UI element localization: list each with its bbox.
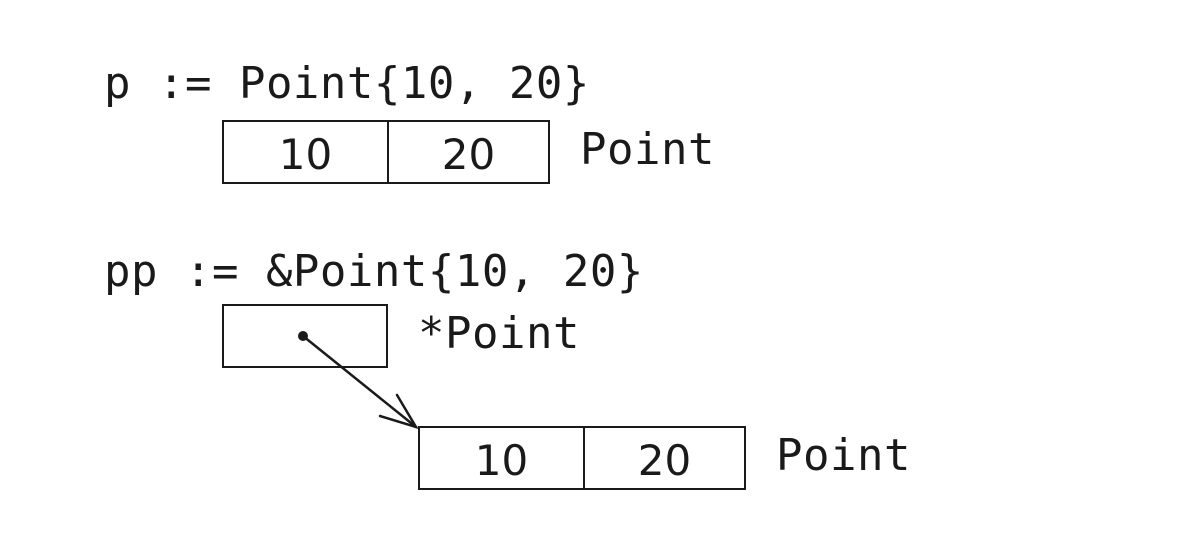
field-y-cell: 20: [387, 122, 548, 182]
struct-box-target: 10 20: [418, 426, 746, 490]
type-label-point: Point: [580, 124, 715, 175]
pointer-box: [222, 304, 388, 368]
target-field-y-cell: 20: [583, 428, 744, 488]
code-line-pointer: pp := &Point{10, 20}: [104, 246, 644, 297]
type-label-pointer: *Point: [418, 308, 580, 359]
target-field-x-cell: 10: [474, 435, 529, 485]
field-x-cell: 10: [278, 129, 333, 179]
pointer-arrow-head: [378, 393, 419, 430]
type-label-target: Point: [776, 430, 911, 481]
struct-box-value: 10 20: [222, 120, 550, 184]
code-line-value: p := Point{10, 20}: [104, 58, 590, 109]
